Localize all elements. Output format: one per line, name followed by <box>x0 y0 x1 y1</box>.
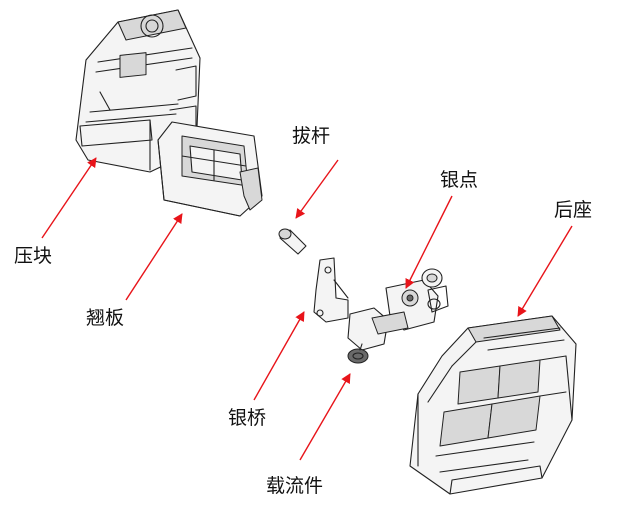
leader-arrows <box>41 157 573 461</box>
label-rear-base: 后座 <box>554 199 592 221</box>
arrow-silver-bridge <box>253 311 305 401</box>
arrow-silver-contact <box>405 195 453 289</box>
label-silver-bridge: 银桥 <box>228 407 266 429</box>
lever-pin-part <box>278 228 307 255</box>
arrow-rear-base <box>517 225 573 317</box>
rear-base-part <box>409 315 577 495</box>
label-pressure-block: 压块 <box>14 245 52 267</box>
arrow-current-carrier <box>299 373 351 461</box>
current-carrier-part <box>347 307 409 364</box>
rocker-plate-part <box>157 121 263 217</box>
label-silver-contact: 银点 <box>440 169 478 191</box>
silver-bridge-part <box>313 257 349 323</box>
arrow-lever <box>295 159 339 219</box>
label-rocker-plate: 翘板 <box>86 307 124 329</box>
arrow-rocker-plate <box>125 213 183 301</box>
label-current-carrier: 载流件 <box>266 475 323 497</box>
arrow-pressure-block <box>41 157 97 239</box>
label-lever: 拔杆 <box>292 125 330 147</box>
